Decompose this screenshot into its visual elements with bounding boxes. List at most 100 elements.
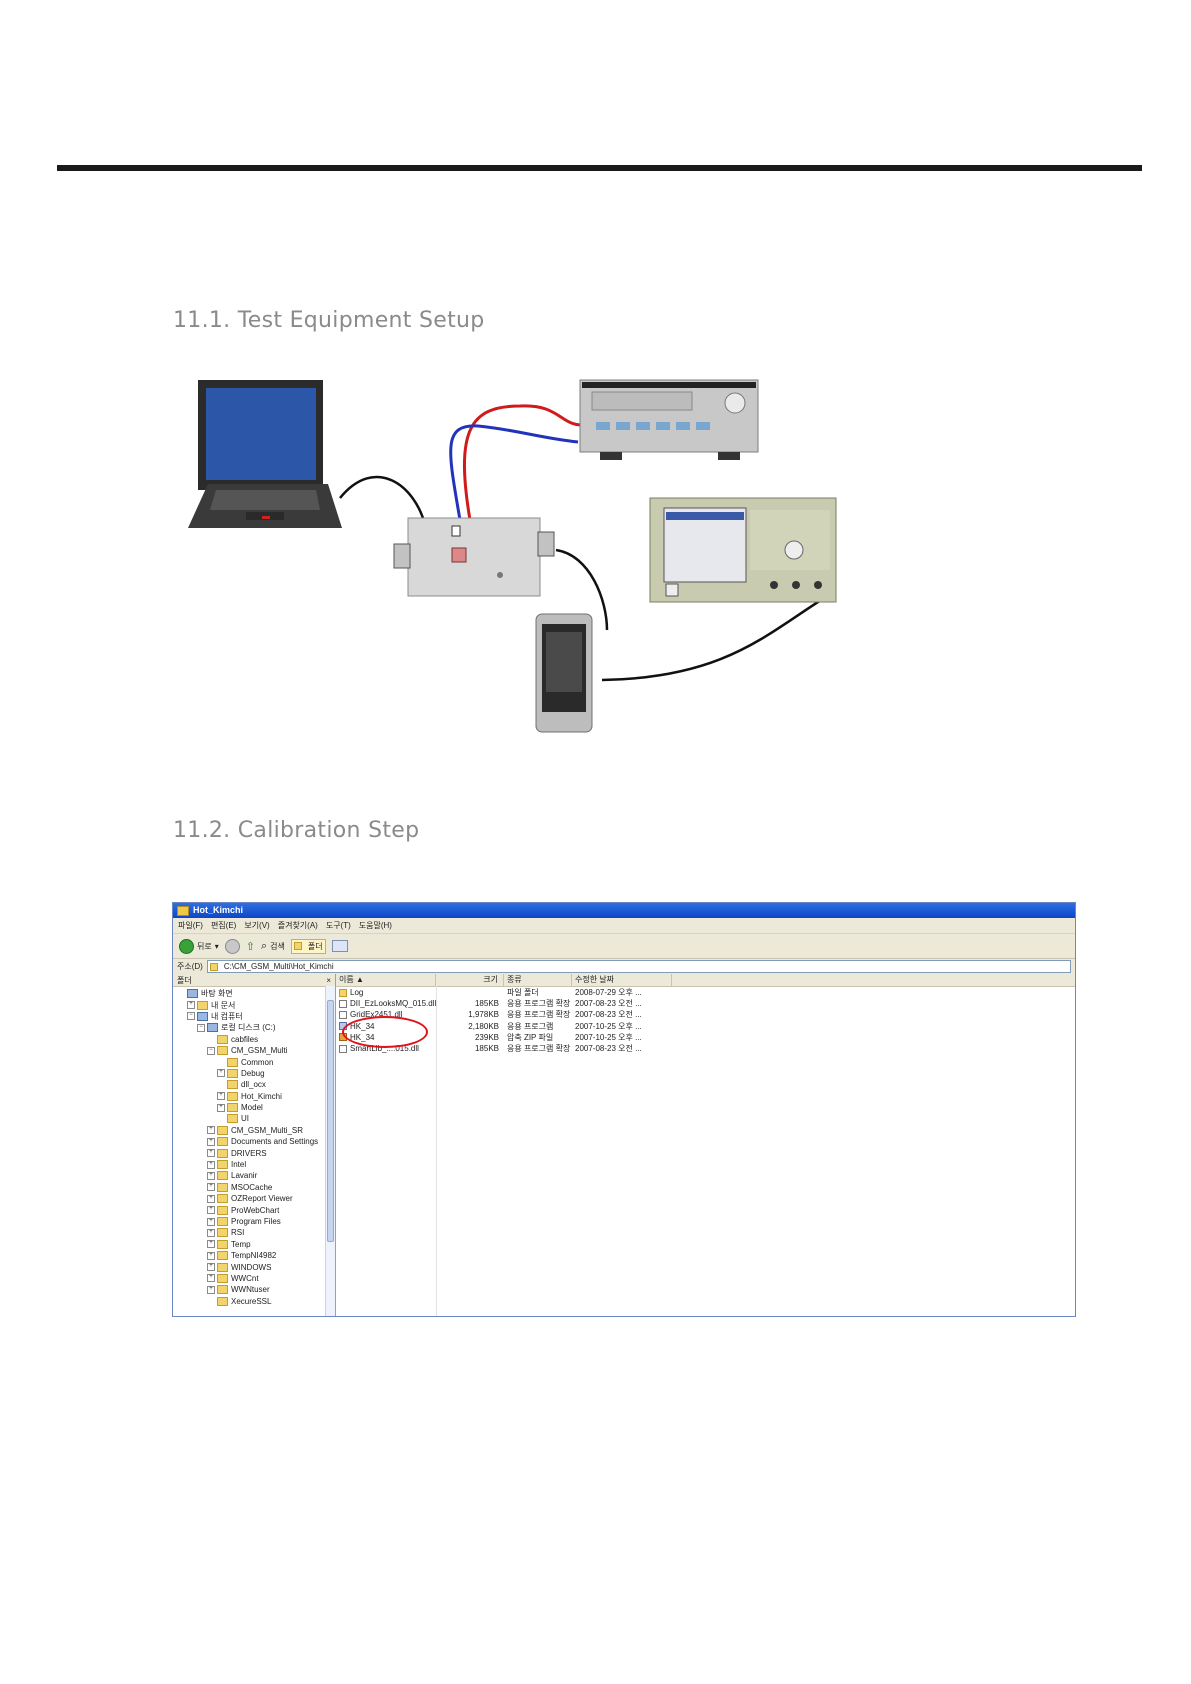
scroll-thumb[interactable] <box>327 1000 334 1242</box>
file-name-cell: SmartLib_....015.dll <box>336 1044 436 1053</box>
tree-item-label: Lavanir <box>231 1171 258 1181</box>
tree-item[interactable]: dll_ocx <box>173 1079 335 1090</box>
blue-cable <box>449 424 579 521</box>
folder-icon <box>217 1160 228 1170</box>
folder-icon <box>293 942 302 950</box>
tree-item-label: Program Files <box>231 1217 281 1226</box>
dropdown-arrow-icon: ▾ <box>214 941 219 951</box>
folder-icon <box>217 1046 228 1056</box>
expand-toggle-icon[interactable]: + <box>207 1228 215 1237</box>
views-button[interactable] <box>331 940 348 952</box>
tree-item[interactable]: −CM_GSM_Multi <box>173 1045 335 1056</box>
tree-item[interactable]: −내 컴퓨터 <box>173 1011 335 1022</box>
folders-button[interactable]: 폴더 <box>290 938 326 954</box>
tree-item-label: Common <box>241 1057 274 1067</box>
tree-item[interactable]: +Hot_Kimchi <box>173 1091 335 1102</box>
column-header[interactable]: 크기 <box>436 974 504 986</box>
tree-item[interactable]: +TempNI4982 <box>173 1250 335 1261</box>
title-bar[interactable]: Hot_Kimchi <box>173 903 1075 918</box>
tree-item[interactable]: +DRIVERS <box>173 1147 335 1158</box>
tree-item[interactable]: +CM_GSM_Multi_SR <box>173 1125 335 1136</box>
expand-toggle-icon[interactable]: + <box>207 1183 215 1192</box>
expand-toggle-icon[interactable]: + <box>207 1251 215 1260</box>
tree-item[interactable]: +Temp <box>173 1239 335 1250</box>
menu-item[interactable]: 즐겨찾기(A) <box>277 921 318 930</box>
file-date: 2007-08-23 오전 ... <box>575 1010 642 1020</box>
menu-item[interactable]: 도구(T) <box>325 921 351 930</box>
expand-toggle-icon[interactable]: − <box>207 1046 215 1055</box>
expand-toggle-icon[interactable]: + <box>207 1206 215 1215</box>
tree-item[interactable]: +WINDOWS <box>173 1261 335 1272</box>
expand-toggle-icon[interactable]: + <box>207 1137 215 1146</box>
tree-item[interactable]: cabfiles <box>173 1034 335 1045</box>
tree-item[interactable]: Common <box>173 1056 335 1067</box>
expand-toggle-icon[interactable]: − <box>187 1012 195 1021</box>
expand-toggle-icon[interactable]: + <box>207 1194 215 1203</box>
expand-toggle-icon[interactable]: + <box>207 1274 215 1283</box>
rf-cable <box>601 590 835 682</box>
expand-toggle-icon[interactable]: + <box>207 1160 215 1169</box>
tree-item[interactable]: +Debug <box>173 1068 335 1079</box>
folder-icon <box>177 905 189 916</box>
menu-item[interactable]: 편집(E) <box>210 921 237 930</box>
expand-toggle-icon[interactable]: + <box>207 1171 215 1180</box>
file-size: 2,180KB <box>468 1021 499 1031</box>
column-header[interactable]: 이름 ▲ <box>336 974 436 986</box>
tree-scrollbar[interactable] <box>325 986 335 1316</box>
folder-icon <box>217 1205 228 1215</box>
expand-toggle-icon[interactable]: + <box>207 1263 215 1272</box>
tree-item[interactable]: XecureSSL <box>173 1296 335 1307</box>
column-header[interactable]: 수정한 날짜 <box>572 974 672 986</box>
expand-toggle-icon[interactable]: + <box>217 1092 225 1101</box>
tree-item[interactable]: +Documents and Settings <box>173 1136 335 1147</box>
power-supply-icon <box>579 379 759 460</box>
expand-toggle-icon[interactable]: − <box>197 1023 205 1032</box>
menu-item[interactable]: 파일(F) <box>178 921 203 930</box>
expand-toggle-icon[interactable]: + <box>207 1285 215 1294</box>
tree-item[interactable]: 바탕 화면 <box>173 988 335 999</box>
tree-item[interactable]: + Lavanir <box>173 1170 335 1181</box>
folder-icon <box>217 1228 228 1238</box>
tree-item[interactable]: +Model <box>173 1102 335 1113</box>
expand-toggle-icon[interactable]: + <box>207 1217 215 1226</box>
expand-toggle-icon[interactable]: + <box>207 1240 215 1249</box>
back-button[interactable]: 뒤로 ▾ <box>179 938 219 954</box>
tree-item[interactable]: +WWNtuser <box>173 1284 335 1295</box>
drive-icon <box>207 1023 218 1033</box>
folder-icon <box>217 1285 228 1295</box>
tree-item-label: 로컬 디스크 (C:) <box>221 1023 276 1033</box>
close-icon[interactable]: × <box>326 975 331 985</box>
tree-item[interactable]: − 로컬 디스크 (C:) <box>173 1022 335 1033</box>
expand-toggle-icon[interactable]: + <box>207 1149 215 1158</box>
file-date: 2007-08-23 오전 ... <box>575 1044 642 1054</box>
expand-toggle-icon[interactable]: + <box>217 1103 225 1112</box>
folder-icon <box>217 1273 228 1283</box>
up-folder-icon[interactable]: ⇧ <box>245 940 255 953</box>
tree-item[interactable]: + Intel <box>173 1159 335 1170</box>
address-input[interactable]: C:\CM_GSM_Multi\Hot_Kimchi <box>206 960 1071 973</box>
menu-item[interactable]: 보기(V) <box>244 921 270 930</box>
tree-item-label: Intel <box>231 1160 247 1170</box>
tree-item[interactable]: UI <box>173 1113 335 1124</box>
forward-button[interactable] <box>224 938 240 954</box>
tree-item[interactable]: +WWCnt <box>173 1273 335 1284</box>
tree-item[interactable]: +ProWebChart <box>173 1204 335 1215</box>
expand-toggle-icon[interactable]: + <box>187 1001 195 1010</box>
tree-item[interactable]: +MSOCache <box>173 1182 335 1193</box>
tree-item[interactable]: +RSI <box>173 1227 335 1238</box>
highlight-circle <box>342 1016 428 1048</box>
tree-item[interactable]: + Program Files <box>173 1216 335 1227</box>
menu-item[interactable]: 도움말(H) <box>358 921 392 930</box>
expand-toggle-icon[interactable]: + <box>217 1069 225 1078</box>
expand-toggle-icon[interactable]: + <box>207 1126 215 1135</box>
search-button[interactable]: ⌕ 검색 <box>260 939 285 952</box>
tree-item[interactable]: +내 문서 <box>173 999 335 1010</box>
column-header[interactable]: 종류 <box>504 974 572 986</box>
tree-item[interactable]: +OZReport Viewer <box>173 1193 335 1204</box>
